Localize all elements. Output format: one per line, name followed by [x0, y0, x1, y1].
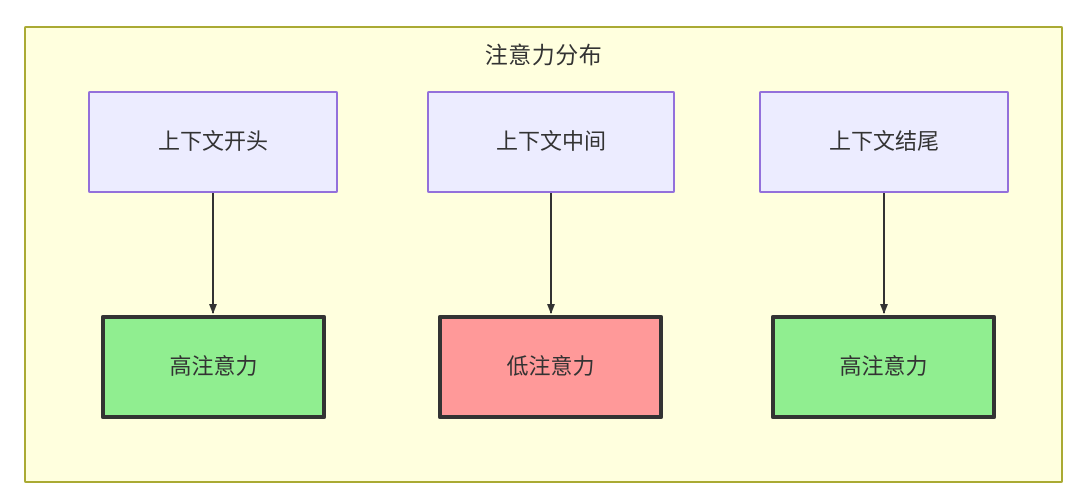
node-attention-middle[interactable]: 低注意力: [438, 315, 663, 419]
node-attention-middle-label: 低注意力: [506, 354, 595, 380]
node-attention-end-label: 高注意力: [839, 354, 928, 380]
node-context-middle[interactable]: 上下文中间: [427, 91, 675, 193]
node-context-middle-label: 上下文中间: [495, 129, 606, 155]
node-attention-start-label: 高注意力: [169, 354, 258, 380]
node-attention-end[interactable]: 高注意力: [771, 315, 996, 419]
node-context-start-label: 上下文开头: [157, 129, 268, 155]
node-attention-start[interactable]: 高注意力: [101, 315, 326, 419]
node-context-end[interactable]: 上下文结尾: [759, 91, 1009, 193]
node-context-start[interactable]: 上下文开头: [88, 91, 338, 193]
subgraph-title: 注意力分布: [484, 42, 603, 68]
node-context-end-label: 上下文结尾: [828, 129, 939, 155]
